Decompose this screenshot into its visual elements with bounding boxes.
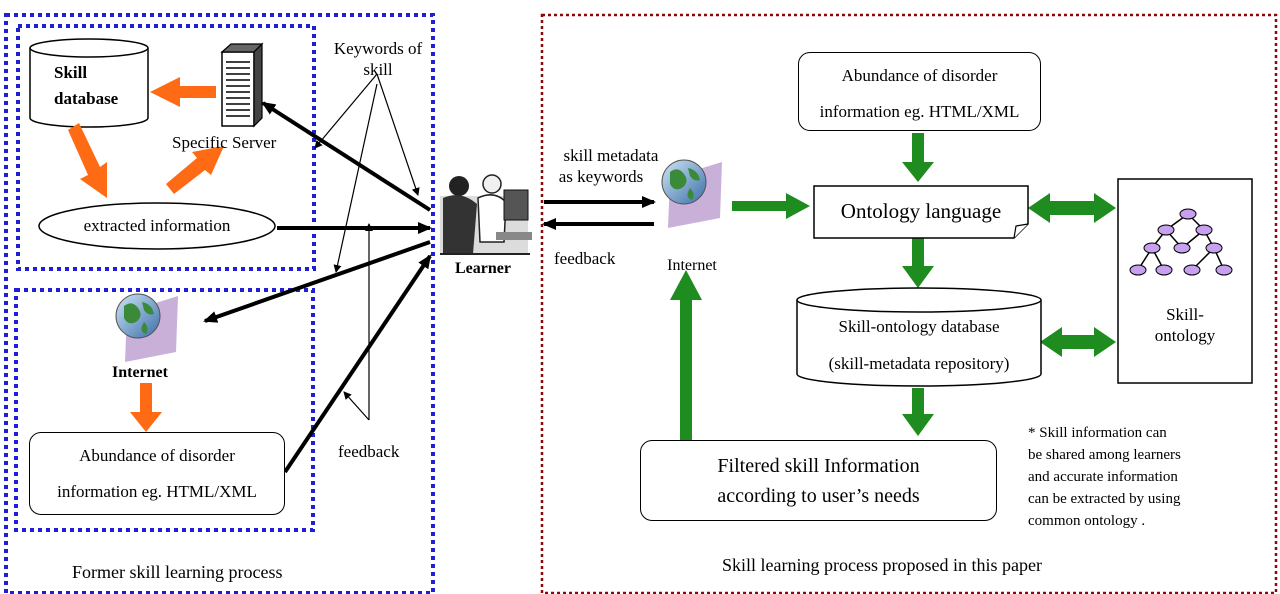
note-line-4: can be extracted by using: [1028, 491, 1181, 507]
ontology-language-label: Ontology language: [840, 199, 1002, 223]
note-line-5: common ontology .: [1028, 513, 1146, 529]
orange-arrows: [68, 77, 224, 432]
right-caption: Skill learning process proposed in this …: [722, 555, 1042, 575]
right-frame: [540, 13, 1278, 594]
skill-metadata-label: skill metadata: [563, 146, 659, 165]
skill-ontology-label-1: Skill-: [1166, 305, 1204, 324]
tree-icon: [1129, 208, 1233, 276]
server-icon: [220, 42, 264, 128]
left-caption: Former skill learning process: [72, 562, 283, 582]
skill-ontology-label-2: ontology: [1154, 326, 1216, 345]
globe-icon: [115, 293, 178, 362]
extracted-information-label: extracted information: [83, 216, 231, 235]
specific-server-label: Specific Server: [172, 133, 277, 152]
page-fold: [1013, 223, 1029, 239]
skill-ontology-db-label: Skill-ontology database: [838, 317, 1000, 336]
extracted-information-ellipse: [38, 202, 276, 250]
learner-figure: [440, 174, 532, 255]
filtered-info-text-1: Filtered skill Information: [717, 455, 920, 477]
right-abundance-box: [798, 52, 1041, 131]
keywords-of-skill-label: Keywords of skill: [333, 39, 423, 80]
left-abundance-text-1: Abundance of disorder: [79, 446, 235, 465]
left-bottom-frame: [14, 288, 315, 532]
filtered-info-box: [640, 440, 997, 521]
left-top-frame: [16, 24, 316, 271]
left-abundance-text-2: information eg. HTML/XML: [57, 482, 257, 501]
left-outer-frame: [4, 13, 435, 594]
note-line-1: * Skill information can: [1028, 425, 1167, 441]
as-keywords-label: as keywords: [558, 167, 644, 186]
green-arrows: [670, 133, 1116, 440]
filtered-info-text-2: according to user’s needs: [717, 485, 920, 507]
learner-label: Learner: [455, 260, 511, 277]
skill-database-label: Skill database: [54, 63, 119, 109]
skill-ontology-db-cylinder: [796, 287, 1042, 387]
right-feedback-label: feedback: [554, 249, 616, 268]
right-abundance-text-2: information eg. HTML/XML: [819, 102, 1020, 121]
note-line-2: be shared among learners: [1028, 447, 1181, 463]
left-feedback-label: feedback: [338, 442, 400, 461]
globe-icon: [661, 159, 722, 228]
right-internet-label: Internet: [667, 257, 717, 274]
note-line-3: and accurate information: [1028, 469, 1178, 485]
left-abundance-box: [29, 432, 285, 515]
black-arrows: [203, 73, 656, 474]
repository-label: (skill-metadata repository): [828, 354, 1010, 373]
skill-database-cylinder: [29, 38, 149, 128]
left-internet-label: Internet: [112, 364, 168, 381]
right-abundance-text-1: Abundance of disorder: [841, 66, 998, 85]
